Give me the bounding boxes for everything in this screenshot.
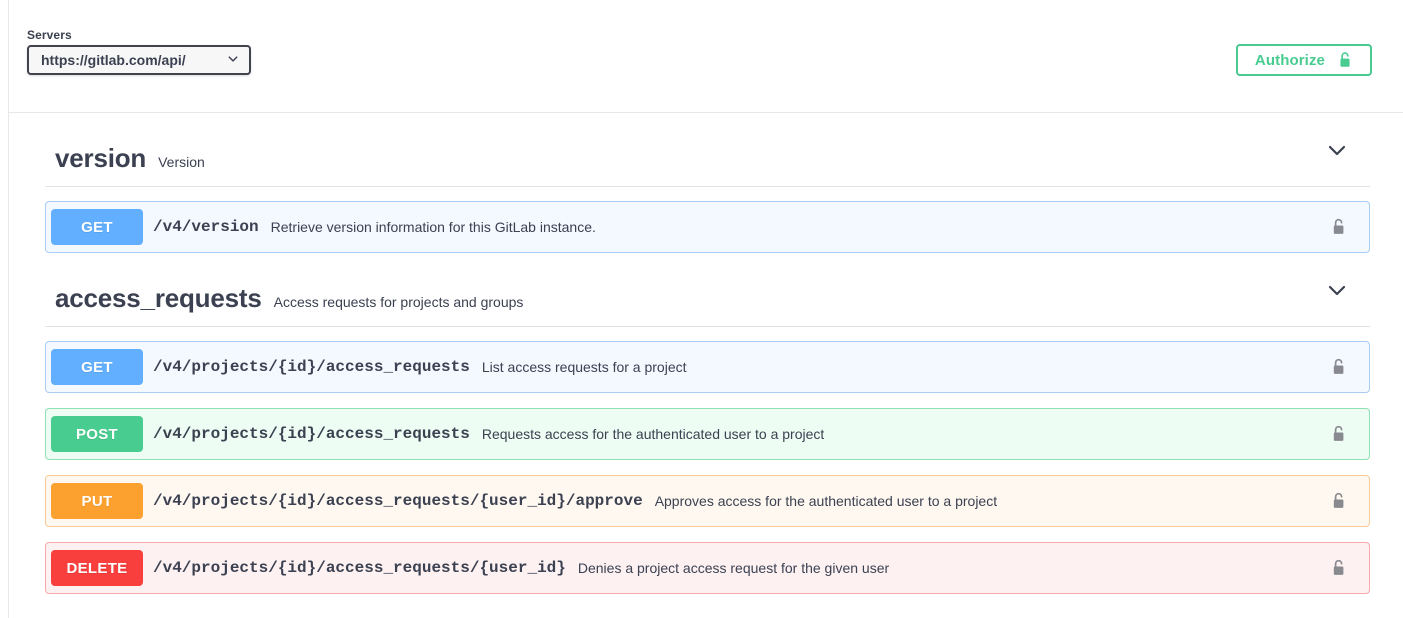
chevron-down-icon	[227, 53, 239, 65]
authorize-button[interactable]: Authorize	[1235, 44, 1372, 76]
left-border-rule	[8, 0, 9, 618]
tag-name: access_requests	[55, 283, 262, 313]
method-badge: DELETE	[51, 550, 143, 586]
authorize-button-label: Authorize	[1254, 51, 1325, 69]
operation-row[interactable]: GET /v4/projects/{id}/access_requests Li…	[45, 341, 1370, 393]
operation-path: /v4/projects/{id}/access_requests	[153, 358, 470, 376]
tag-divider	[45, 186, 1370, 187]
tag-section-version: version Version GET /v4/version Retrieve…	[9, 113, 1403, 253]
chevron-down-icon[interactable]	[1326, 139, 1348, 161]
operation-description: Retrieve version information for this Gi…	[270, 219, 596, 235]
operation-path: /v4/version	[153, 218, 259, 236]
operation-row[interactable]: DELETE /v4/projects/{id}/access_requests…	[45, 542, 1370, 594]
operation-list-access-requests: GET /v4/projects/{id}/access_requests Li…	[9, 341, 1403, 594]
operation-description: List access requests for a project	[481, 359, 687, 375]
unlock-icon[interactable]	[1331, 425, 1347, 444]
operation-description: Approves access for the authenticated us…	[654, 493, 998, 509]
chevron-down-icon[interactable]	[1326, 279, 1348, 301]
method-badge: PUT	[51, 483, 143, 519]
tag-header-version[interactable]: version Version	[9, 113, 1403, 186]
method-badge: GET	[51, 349, 143, 385]
tag-description: Version	[158, 154, 205, 170]
method-badge: GET	[51, 209, 143, 245]
tag-name: version	[55, 143, 147, 173]
operation-list-version: GET /v4/version Retrieve version informa…	[9, 201, 1403, 253]
operation-row[interactable]: PUT /v4/projects/{id}/access_requests/{u…	[45, 475, 1370, 527]
operation-path: /v4/projects/{id}/access_requests	[153, 425, 470, 443]
unlock-icon[interactable]	[1331, 358, 1347, 377]
servers-label: Servers	[27, 28, 72, 42]
unlock-icon	[1337, 51, 1353, 69]
operations-content: version Version GET /v4/version Retrieve…	[9, 113, 1403, 594]
server-select-value: https://gitlab.com/api/	[41, 52, 186, 68]
server-select[interactable]: https://gitlab.com/api/	[27, 45, 251, 75]
operation-path: /v4/projects/{id}/access_requests/{user_…	[153, 492, 643, 510]
operation-row[interactable]: POST /v4/projects/{id}/access_requests R…	[45, 408, 1370, 460]
operation-row[interactable]: GET /v4/version Retrieve version informa…	[45, 201, 1370, 253]
tag-description: Access requests for projects and groups	[273, 294, 524, 310]
unlock-icon[interactable]	[1331, 218, 1347, 237]
tag-divider	[45, 326, 1370, 327]
operation-description: Denies a project access request for the …	[577, 560, 890, 576]
unlock-icon[interactable]	[1331, 559, 1347, 578]
server-authorize-bar: Servers https://gitlab.com/api/ Authoriz…	[9, 0, 1403, 113]
servers-block: Servers https://gitlab.com/api/	[27, 28, 251, 75]
operation-description: Requests access for the authenticated us…	[481, 426, 825, 442]
method-badge: POST	[51, 416, 143, 452]
tag-section-access-requests: access_requests Access requests for proj…	[9, 253, 1403, 594]
tag-header-access-requests[interactable]: access_requests Access requests for proj…	[9, 253, 1403, 326]
operation-path: /v4/projects/{id}/access_requests/{user_…	[153, 559, 566, 577]
unlock-icon[interactable]	[1331, 492, 1347, 511]
